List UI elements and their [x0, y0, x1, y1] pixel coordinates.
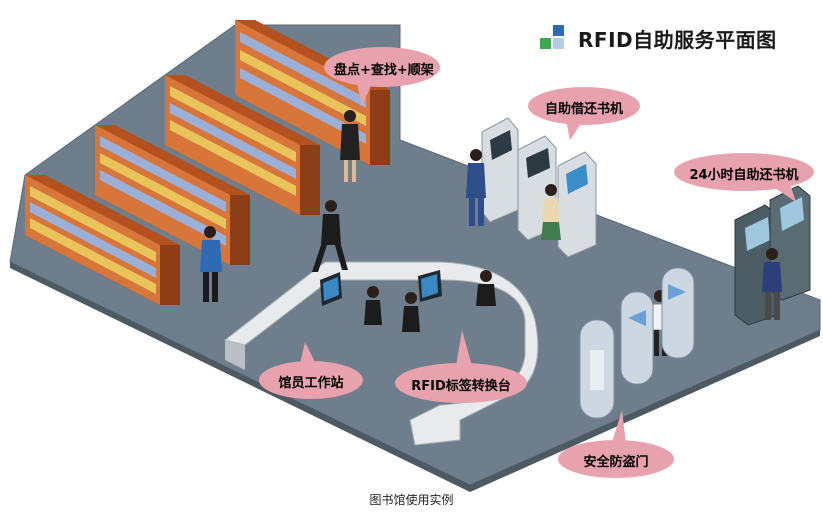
- bookshelf-1: [25, 175, 180, 305]
- staff-counter: [223, 261, 539, 446]
- callout-label-24h-return: 24小时自助还书机: [689, 168, 799, 183]
- person-staff-3: [476, 270, 496, 306]
- callout-label-rfid-tag-station: RFID标签转换台: [411, 379, 511, 394]
- bookshelf-2: [95, 125, 250, 265]
- computer-monitor-1: [320, 272, 342, 306]
- callout-bubble-24h: [674, 153, 814, 202]
- callout-label-security-gate: 安全防盗门: [583, 455, 649, 470]
- person-checkout-1: [466, 149, 486, 226]
- callout-label-shelves: 盘点+查找+顺架: [334, 63, 434, 78]
- security-gate-panel-3: [661, 267, 695, 359]
- self-checkout-machine-1: [481, 117, 519, 223]
- diagram-title: RFID自助服务平面图: [578, 28, 777, 52]
- person-walking: [312, 200, 348, 272]
- security-gate-panel-2: [620, 291, 654, 385]
- callout-label-staff-station: 馆员工作站: [278, 376, 344, 391]
- callout-bubble-rfid: [395, 330, 527, 403]
- person-reader: [200, 226, 222, 302]
- person-staff-2: [402, 292, 420, 332]
- self-checkout-machine-3: [557, 151, 597, 258]
- callout-bubble-checkout: [528, 87, 640, 140]
- callout-label-self-checkout: 自助借还书机: [544, 102, 623, 117]
- person-24h-return: [762, 248, 782, 320]
- logo-icon: [540, 25, 564, 49]
- callout-bubble-gate: [558, 410, 674, 478]
- figure-caption: 图书馆使用实例: [369, 493, 454, 507]
- person-shelf-worker: [340, 110, 360, 182]
- callout-bubble-shelves: [324, 47, 440, 105]
- callout-bubble-staff: [259, 342, 363, 399]
- person-staff-1: [364, 286, 382, 325]
- person-checkout-2: [541, 184, 561, 240]
- computer-monitor-2: [418, 270, 442, 302]
- security-gate-panel-1: [579, 319, 615, 419]
- bookshelf-3: [165, 75, 320, 215]
